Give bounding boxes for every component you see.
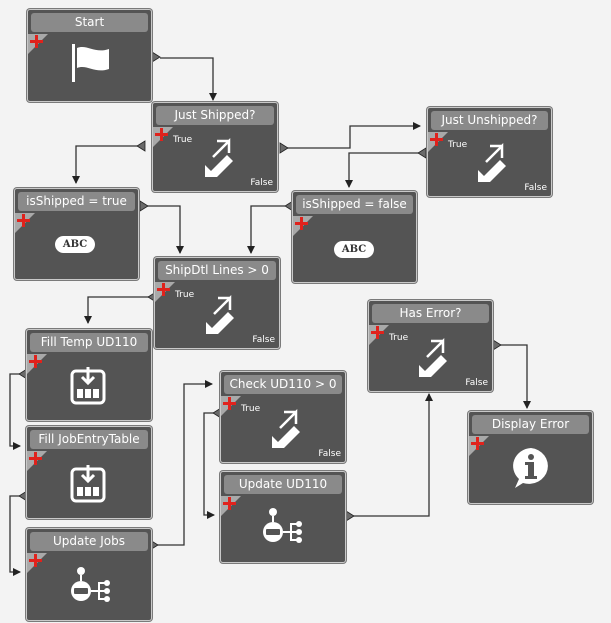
- start-node[interactable]: Start: [27, 9, 152, 102]
- false-label: False: [252, 335, 275, 345]
- display-error-node[interactable]: Display Error: [468, 411, 593, 504]
- add-icon[interactable]: [157, 283, 170, 296]
- add-icon[interactable]: [155, 128, 168, 141]
- add-icon[interactable]: [29, 452, 42, 465]
- connector-updatejobs-check: [157, 380, 213, 546]
- update-ud110-title: Update UD110: [224, 475, 342, 494]
- port-isshipped-true: [139, 200, 149, 212]
- method-call-icon: [71, 567, 110, 602]
- start-node-title: Start: [31, 13, 148, 32]
- add-icon[interactable]: [471, 437, 484, 450]
- false-label: False: [318, 449, 341, 459]
- port-justshipped-true: [136, 140, 146, 152]
- connector-haserror-display: [500, 344, 531, 409]
- abc-icon: ABC: [334, 241, 374, 258]
- port-justunshipped-true: [417, 147, 427, 159]
- true-label: True: [241, 404, 261, 414]
- port-haserror-true: [492, 339, 502, 351]
- just-unshipped-node[interactable]: Just Unshipped? True False: [427, 107, 552, 197]
- port-justshipped-false: [279, 142, 289, 154]
- add-icon[interactable]: [17, 214, 30, 227]
- add-icon[interactable]: [223, 497, 236, 510]
- connector-check-update: [203, 412, 215, 519]
- connector-justshipped-true: [72, 145, 145, 184]
- add-icon[interactable]: [371, 326, 384, 339]
- flag-icon: [72, 44, 109, 82]
- true-label: True: [448, 140, 468, 150]
- port-start-out: [151, 51, 161, 63]
- abc-icon: ABC: [55, 236, 95, 253]
- fill-table-icon: [70, 465, 106, 503]
- display-error-title: Display Error: [472, 415, 589, 434]
- method-call-icon: [263, 508, 302, 543]
- false-label: False: [250, 178, 273, 188]
- decision-arrows-icon: [419, 337, 447, 377]
- update-jobs-title: Update Jobs: [30, 532, 148, 551]
- connector-shipdtl-true: [84, 296, 150, 324]
- false-label: False: [524, 183, 547, 193]
- add-icon[interactable]: [30, 35, 43, 48]
- just-unshipped-title: Just Unshipped?: [431, 111, 548, 130]
- has-error-node[interactable]: Has Error? True False: [368, 300, 493, 392]
- connector-start-justshipped: [160, 57, 217, 101]
- is-shipped-false-title: isShipped = false: [296, 195, 413, 214]
- check-ud110-title: Check UD110 > 0: [224, 375, 342, 394]
- add-icon[interactable]: [223, 397, 236, 410]
- add-icon[interactable]: [295, 217, 308, 230]
- is-shipped-true-title: isShipped = true: [18, 192, 135, 211]
- connector-update-haserror: [353, 393, 433, 517]
- connector-justshipped-false: [287, 122, 421, 149]
- fill-jobentry-node[interactable]: Fill JobEntryTable: [26, 426, 152, 519]
- decision-arrows-icon: [206, 294, 234, 334]
- fill-temp-node[interactable]: Fill Temp UD110: [26, 329, 152, 421]
- is-shipped-true-node[interactable]: isShipped = true ABC: [14, 188, 139, 280]
- false-label: False: [465, 378, 488, 388]
- just-shipped-title: Just Shipped?: [156, 106, 274, 125]
- true-label: True: [175, 290, 195, 300]
- add-icon[interactable]: [29, 355, 42, 368]
- connector-filljob-updatejobs: [9, 495, 21, 576]
- check-ud110-node[interactable]: Check UD110 > 0 True False: [220, 371, 346, 463]
- just-shipped-node[interactable]: Just Shipped? True False: [152, 102, 278, 192]
- has-error-title: Has Error?: [372, 304, 489, 323]
- fill-table-icon: [70, 367, 106, 405]
- decision-arrows-icon: [205, 137, 233, 177]
- info-icon: [513, 448, 548, 488]
- port-update-out: [345, 510, 355, 522]
- fill-temp-title: Fill Temp UD110: [30, 333, 148, 352]
- connector-isshipped-true: [147, 205, 184, 254]
- shipdtl-lines-node[interactable]: ShipDtl Lines > 0 True False: [154, 257, 280, 349]
- add-icon[interactable]: [29, 554, 42, 567]
- connector-filltemp-filljob: [9, 373, 21, 450]
- connector-isshipped-false: [247, 205, 285, 254]
- add-icon[interactable]: [430, 133, 443, 146]
- connector-justunshipped-true: [345, 152, 420, 188]
- shipdtl-lines-title: ShipDtl Lines > 0: [158, 261, 276, 280]
- true-label: True: [389, 333, 409, 343]
- update-ud110-node[interactable]: Update UD110: [220, 471, 346, 563]
- update-jobs-node[interactable]: Update Jobs: [26, 528, 152, 621]
- fill-jobentry-title: Fill JobEntryTable: [30, 430, 148, 449]
- is-shipped-false-node[interactable]: isShipped = false ABC: [292, 191, 417, 283]
- decision-arrows-icon: [478, 142, 506, 182]
- true-label: True: [173, 135, 193, 145]
- decision-arrows-icon: [272, 408, 300, 448]
